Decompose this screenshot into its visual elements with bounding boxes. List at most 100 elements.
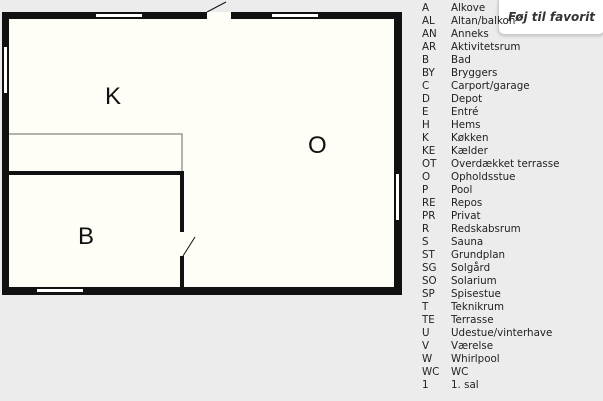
add-favorite-button[interactable]: Føj til favorit <box>498 0 603 35</box>
legend-item: PR Privat <box>422 210 559 223</box>
door-swing <box>182 236 196 257</box>
legend-item: H Hems <box>422 119 559 132</box>
legend-code: H <box>422 119 430 131</box>
legend-name: Whirlpool <box>451 353 500 365</box>
legend-code: S <box>422 236 429 248</box>
legend-name: Entré <box>451 106 479 118</box>
legend-code: A <box>422 2 430 14</box>
legend-name: Overdækket terrasse <box>451 158 560 170</box>
legend-name: Grundplan <box>451 249 506 261</box>
window <box>396 174 399 220</box>
legend-name: Pool <box>451 184 473 196</box>
legend-name: Aktivitetsrum <box>451 41 521 53</box>
legend-code: B <box>422 54 430 66</box>
legend-item: 1 1. sal <box>422 379 559 392</box>
legend-item: SO Solarium <box>422 275 559 288</box>
legend-code: ST <box>422 249 435 261</box>
legend-name: Alkove <box>451 2 486 14</box>
legend-name: Bryggers <box>451 67 498 79</box>
legend-code: AN <box>422 28 437 40</box>
legend-item: T Teknikrum <box>422 301 559 314</box>
legend-item: TE Terrasse <box>422 314 559 327</box>
legend-name: Bad <box>451 54 471 66</box>
legend-name: Anneks <box>451 28 489 40</box>
legend-name: Opholdsstue <box>451 171 516 183</box>
bath-wall <box>9 171 184 175</box>
legend-name: Redskabsrum <box>451 223 521 235</box>
legend-item: AR Aktivitetsrum <box>422 41 559 54</box>
legend-code: SO <box>422 275 437 287</box>
legend-code: V <box>422 340 430 352</box>
kitchen-counter <box>9 133 183 172</box>
legend-code: TE <box>422 314 435 326</box>
legend-name: 1. sal <box>451 379 479 391</box>
legend-code: WC <box>422 366 440 378</box>
legend-name: Sauna <box>451 236 484 248</box>
legend-code: SG <box>422 262 437 274</box>
legend-code: P <box>422 184 429 196</box>
legend-name: Solarium <box>451 275 497 287</box>
legend-code: 1 <box>422 379 429 391</box>
legend-item: K Køkken <box>422 132 559 145</box>
legend-item: AN Anneks <box>422 28 559 41</box>
legend-code: SP <box>422 288 435 300</box>
legend-item: V Værelse <box>422 340 559 353</box>
legend-name: Hems <box>451 119 481 131</box>
legend-code: D <box>422 93 430 105</box>
floor <box>9 19 394 287</box>
legend-item: WC WC <box>422 366 559 379</box>
legend-name: Teknikrum <box>451 301 504 313</box>
legend-name: WC <box>451 366 469 378</box>
legend-item: SP Spisestue <box>422 288 559 301</box>
legend-code: C <box>422 80 430 92</box>
legend-name: Spisestue <box>451 288 501 300</box>
legend-item: C Carport/garage <box>422 80 559 93</box>
bath-door <box>180 232 184 256</box>
legend-name: Værelse <box>451 340 494 352</box>
window <box>4 47 7 93</box>
room-label-o: O <box>308 132 327 159</box>
legend-code: R <box>422 223 430 235</box>
window <box>272 14 318 17</box>
legend-code: BY <box>422 67 435 79</box>
legend-name: Privat <box>451 210 481 222</box>
legend-item: R Redskabsrum <box>422 223 559 236</box>
window <box>96 14 142 17</box>
legend-code: K <box>422 132 429 144</box>
legend-code: AL <box>422 15 435 27</box>
entrance-door <box>207 12 231 19</box>
room-label-b: B <box>78 223 94 250</box>
legend-item: D Depot <box>422 93 559 106</box>
legend-code: PR <box>422 210 436 222</box>
legend-item: U Udestue/vinterhave <box>422 327 559 340</box>
legend-code: T <box>422 301 429 313</box>
legend-item: P Pool <box>422 184 559 197</box>
legend-code: RE <box>422 197 436 209</box>
legend-code: W <box>422 353 433 365</box>
legend-code: OT <box>422 158 437 170</box>
legend-name: Carport/garage <box>451 80 530 92</box>
legend-name: Repos <box>451 197 483 209</box>
legend-item: E Entré <box>422 106 559 119</box>
legend-name: Depot <box>451 93 483 105</box>
door-swing <box>206 1 227 13</box>
legend-code: AR <box>422 41 437 53</box>
legend-code: E <box>422 106 429 118</box>
legend-item: ST Grundplan <box>422 249 559 262</box>
bath-wall <box>180 171 184 287</box>
legend-item: S Sauna <box>422 236 559 249</box>
legend-item: RE Repos <box>422 197 559 210</box>
legend-item: BY Bryggers <box>422 67 559 80</box>
legend-code: U <box>422 327 430 339</box>
legend-name: Køkken <box>451 132 489 144</box>
legend-item: OT Overdækket terrasse <box>422 158 559 171</box>
legend-item: W Whirlpool <box>422 353 559 366</box>
legend-name: Udestue/vinterhave <box>451 327 553 339</box>
legend-code: KE <box>422 145 436 157</box>
window <box>37 289 83 292</box>
legend-name: Terrasse <box>451 314 494 326</box>
